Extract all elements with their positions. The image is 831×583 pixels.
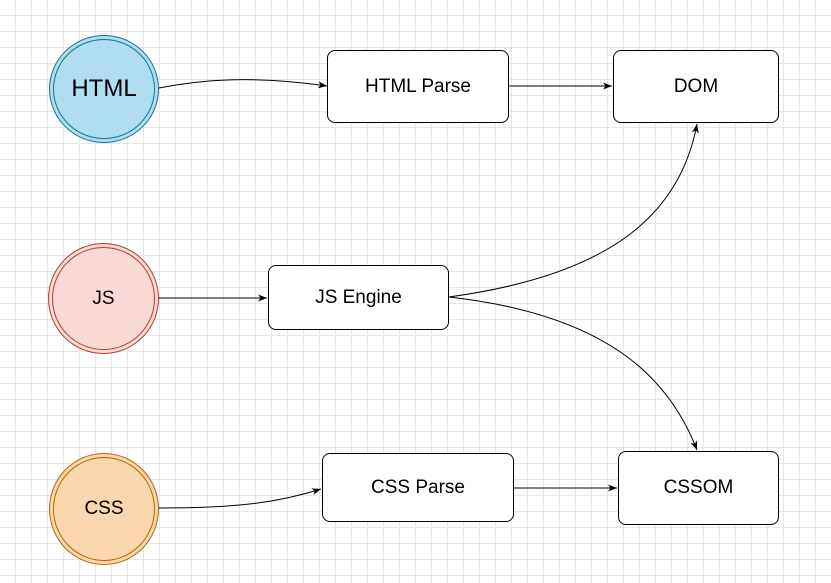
cssom-label: CSSOM <box>663 477 734 498</box>
html-parse-label: HTML Parse <box>365 75 471 97</box>
css-circle-node[interactable]: CSS <box>49 453 159 565</box>
js-engine-box[interactable]: JS Engine <box>268 265 449 330</box>
edge-jsengine-to-cssom <box>448 296 698 451</box>
cssom-box[interactable]: CSSOM <box>618 451 779 525</box>
css-parse-label: CSS Parse <box>371 476 465 498</box>
html-parse-box[interactable]: HTML Parse <box>327 50 509 123</box>
edge-jsengine-to-dom <box>448 123 699 298</box>
html-circle-node[interactable]: HTML <box>49 35 159 143</box>
edge-html-to-htmlparse <box>158 79 328 89</box>
dom-label: DOM <box>673 75 719 97</box>
js-engine-label: JS Engine <box>315 286 402 308</box>
css-node-label: CSS <box>84 498 124 519</box>
dom-box[interactable]: DOM <box>613 50 779 123</box>
edge-css-to-cssparse <box>158 488 322 509</box>
css-parse-box[interactable]: CSS Parse <box>322 453 514 522</box>
js-circle-node[interactable]: JS <box>48 243 159 354</box>
js-node-label: JS <box>92 287 115 309</box>
html-node-label: HTML <box>71 75 137 102</box>
